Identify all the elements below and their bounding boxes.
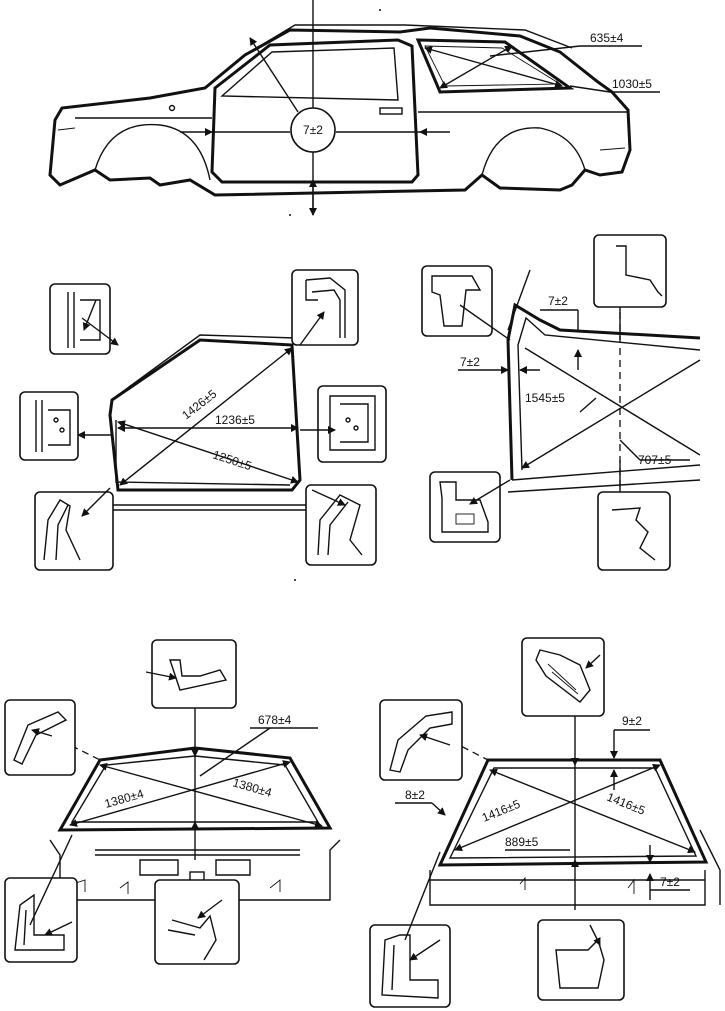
door-gap-callout <box>290 107 336 153</box>
detail-box-ws-top-right <box>593 234 667 308</box>
windshield-diag-label: 1545±5 <box>525 391 565 405</box>
door-opening-view: 1426±5 1236±5 1250±5 <box>19 269 387 571</box>
windshield-height-label: 707±5 <box>638 453 672 467</box>
detail-box-rear-top <box>145 639 237 709</box>
side-view: 7±2 635±4 1030±5 <box>48 0 660 216</box>
door-window <box>220 47 399 101</box>
detail-box-ws-bottom-right <box>597 491 671 571</box>
detail-box-tailgate-bottom-center <box>537 919 625 1001</box>
front-wheel-arch <box>94 123 211 181</box>
tailgate-diag-right-label: 1416±5 <box>605 790 648 818</box>
door-diag-2-label: 1250±5 <box>211 448 254 474</box>
detail-box-rear-bottom-left <box>4 834 78 963</box>
detail-box-ws-bottom-left <box>429 471 511 543</box>
tailgate-gap-side-label: 8±2 <box>405 788 425 802</box>
rear-wheel-arch <box>481 127 586 176</box>
detail-box-rear-side-top <box>4 699 76 776</box>
windshield-frame <box>506 302 701 481</box>
door-width-label: 1236±5 <box>215 413 255 427</box>
detail-box-tailgate-top <box>521 637 605 717</box>
rear-opening-height-label: 678±4 <box>258 713 292 727</box>
windshield-gap-top-label: 7±2 <box>548 294 568 308</box>
detail-box-hinge-upper <box>49 283 119 355</box>
rear-opening-view: 1380±4 1380±4 678±4 <box>4 639 341 965</box>
detail-box-hinge-lower <box>19 391 112 461</box>
windshield-view: 1545±5 707±5 7±2 7±2 <box>421 234 701 571</box>
rear-opening-diag-right-label: 1380±4 <box>231 775 274 800</box>
detail-box-lock-pillar <box>300 385 387 463</box>
detail-box-sill-front <box>34 487 114 571</box>
detail-box-pillar-top <box>291 269 359 346</box>
rear-window-dim-a: 635±4 <box>590 31 624 45</box>
door-opening-outline <box>108 338 302 492</box>
door-handle-icon <box>379 107 403 115</box>
windshield-gap-side-label: 7±2 <box>460 355 480 369</box>
car-body-outline <box>48 26 632 197</box>
tailgate-gap-bottom-label: 7±2 <box>660 875 680 889</box>
rear-window-dim-b: 1030±5 <box>612 77 652 91</box>
detail-box-tailgate-side-top <box>379 699 463 781</box>
door-gap-label: 7±2 <box>303 123 323 137</box>
detail-box-ws-top-left <box>421 265 511 341</box>
tailgate-diag-left-label: 1416±5 <box>480 797 523 825</box>
tailgate-height-label: 889±5 <box>505 835 539 849</box>
detail-box-tailgate-bottom-left <box>369 851 451 1008</box>
door-diag-1-label: 1426±5 <box>179 387 219 423</box>
tailgate-view: 1416±5 1416±5 889±5 9±2 8±2 7±2 <box>369 637 721 1008</box>
tailgate-gap-top-label: 9±2 <box>622 714 642 728</box>
detail-box-rear-bottom-center <box>154 879 240 965</box>
roof-line <box>249 24 573 53</box>
rear-opening-diag-left-label: 1380±4 <box>103 786 146 811</box>
detail-box-sill-rear <box>305 484 377 566</box>
